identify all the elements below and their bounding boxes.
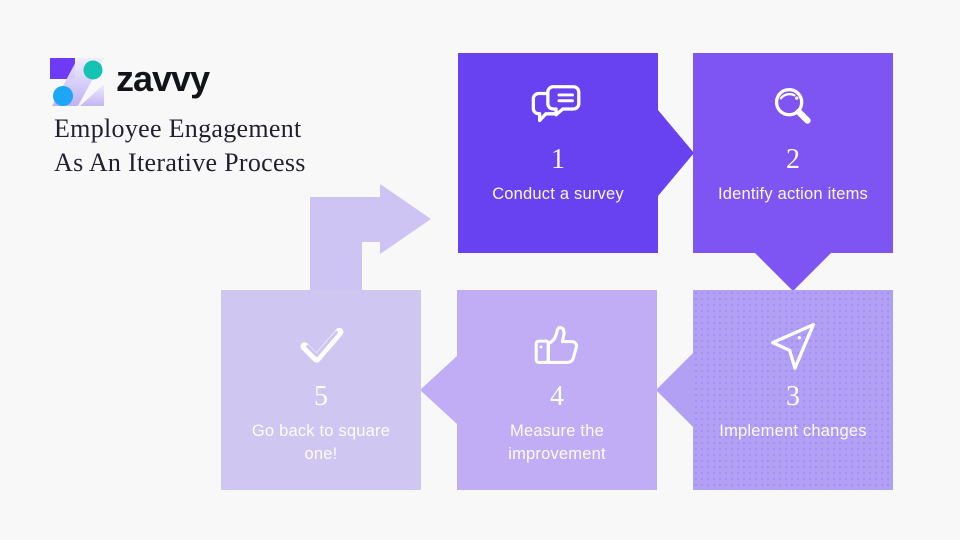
step-box-2: 2 Identify action items — [693, 53, 893, 253]
step-number: 5 — [314, 381, 328, 412]
step-label: Go back to square one! — [251, 422, 391, 463]
logo-blue-dot — [53, 86, 73, 106]
logo-teal-dot — [83, 60, 103, 80]
chat-bubbles-icon — [529, 79, 587, 137]
thumbs-up-icon — [528, 316, 586, 374]
arrow-loop-step5-to-step1-icon — [310, 184, 431, 291]
arrow-step1-to-step2-icon — [658, 110, 694, 196]
step-box-1: 1 Conduct a survey — [458, 53, 658, 253]
step-label: Measure the improvement — [508, 422, 606, 463]
arrow-step3-to-step4-icon — [656, 353, 693, 427]
step-box-3: 3 Implement changes — [693, 290, 893, 490]
checkmark-icon — [292, 316, 350, 374]
logo-z-foot — [80, 84, 104, 106]
step-box-5: 5 Go back to square one! — [221, 290, 421, 490]
brand-name: zavvy — [116, 58, 210, 99]
arrow-step2-to-step3-icon — [755, 253, 831, 291]
page-title-line2: As An Iterative Process — [54, 148, 306, 177]
step-number: 2 — [786, 144, 800, 175]
page-title: Employee Engagement As An Iterative Proc… — [54, 112, 306, 180]
step-label: Conduct a survey — [492, 185, 624, 203]
step-number: 3 — [786, 381, 800, 412]
send-arrow-icon — [764, 316, 822, 374]
page-title-line1: Employee Engagement — [54, 114, 302, 143]
step-number: 1 — [551, 144, 565, 175]
arrow-step4-to-step5-icon — [420, 356, 457, 424]
step-label: Identify action items — [717, 185, 869, 203]
magnifying-glass-icon — [764, 79, 822, 137]
zavvy-logo-icon — [50, 58, 104, 106]
step-label: Implement changes — [719, 422, 867, 440]
logo-square — [50, 58, 75, 79]
step-number: 4 — [550, 381, 564, 412]
step-box-4: 4 Measure the improvement — [457, 290, 657, 490]
